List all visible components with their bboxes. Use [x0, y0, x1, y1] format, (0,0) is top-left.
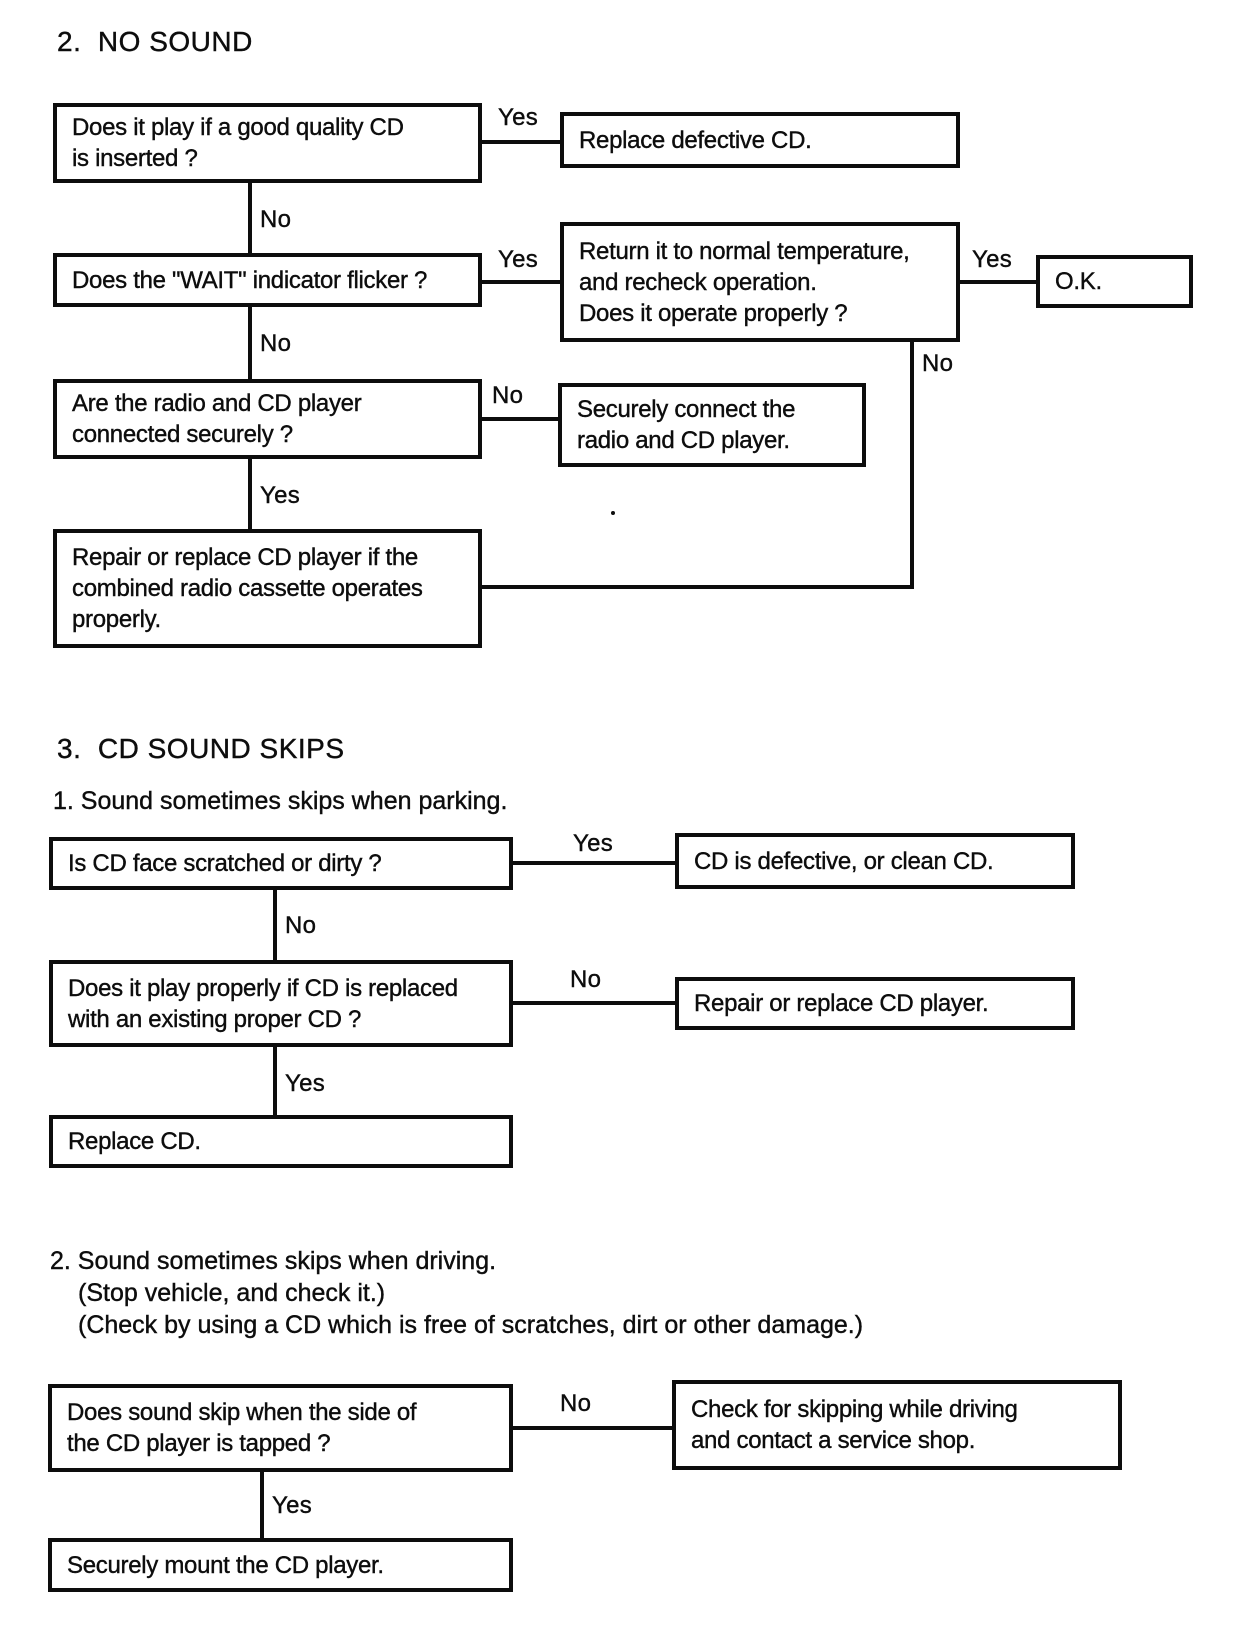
label-yes-good-cd: Yes [498, 104, 539, 131]
connector-wait-no [248, 307, 252, 379]
label-no-scratched: No [285, 912, 317, 939]
stray-mark [611, 511, 615, 515]
decision-box-skip-when-tapped: Does sound skip when the side of the CD … [48, 1384, 513, 1472]
connector-repair-merge [482, 585, 914, 589]
action-box-check-while-driving: Check for skipping while driving and con… [672, 1380, 1122, 1470]
label-yes-connected: Yes [260, 482, 301, 509]
connector-replaced-no [513, 1001, 675, 1005]
subheading-check-clean-cd: (Check by using a CD which is free of sc… [78, 1311, 864, 1339]
connector-return-temp-yes [960, 280, 1036, 284]
action-box-cd-defective-clean: CD is defective, or clean CD. [675, 833, 1075, 889]
connector-tapped-yes [260, 1472, 264, 1538]
action-box-repair-replace-player: Repair or replace CD player. [675, 977, 1075, 1030]
label-yes-wait-flicker: Yes [498, 246, 539, 273]
connector-connected-yes [248, 459, 252, 529]
action-box-securely-mount: Securely mount the CD player. [48, 1538, 513, 1592]
label-no-connected: No [492, 382, 524, 409]
action-box-replace-cd: Replace CD. [49, 1115, 513, 1168]
label-no-wait: No [260, 330, 292, 357]
label-no-return-temp: No [922, 350, 954, 377]
decision-box-cd-scratched: Is CD face scratched or dirty ? [49, 837, 513, 890]
label-no-good-cd: No [260, 206, 292, 233]
action-box-securely-connect: Securely connect the radio and CD player… [558, 383, 866, 467]
label-yes-replaced-cd: Yes [285, 1070, 326, 1097]
connector-good-cd-yes [482, 140, 560, 144]
action-box-return-temp: Return it to normal temperature, and rec… [560, 222, 960, 342]
subheading-skips-driving: 2. Sound sometimes skips when driving. [50, 1247, 497, 1275]
label-no-tapped: No [560, 1390, 592, 1417]
connector-connected-no [482, 417, 558, 421]
terminal-box-ok: O.K. [1036, 255, 1193, 308]
connector-wait-yes [482, 280, 560, 284]
connector-scratched-no [273, 890, 277, 960]
decision-box-wait-flicker: Does the "WAIT" indicator flicker ? [53, 253, 482, 307]
label-no-replaced-cd: No [570, 966, 602, 993]
heading-no-sound: 2. NO SOUND [57, 26, 253, 57]
label-yes-return-temp: Yes [972, 246, 1013, 273]
connector-good-cd-no [248, 183, 252, 253]
heading-cd-sound-skips: 3. CD SOUND SKIPS [57, 733, 345, 764]
action-box-replace-defective-cd: Replace defective CD. [560, 112, 960, 168]
connector-replaced-yes [273, 1047, 277, 1115]
subheading-skips-parking: 1. Sound sometimes skips when parking. [53, 787, 508, 815]
decision-box-connected-securely: Are the radio and CD player connected se… [53, 379, 482, 459]
connector-return-temp-no [910, 342, 914, 589]
action-box-repair-if-cassette-ok: Repair or replace CD player if the combi… [53, 529, 482, 648]
subheading-stop-vehicle: (Stop vehicle, and check it.) [78, 1279, 386, 1307]
label-yes-tapped: Yes [272, 1492, 313, 1519]
connector-scratched-yes [513, 861, 675, 865]
decision-box-play-replaced-cd: Does it play properly if CD is replaced … [49, 960, 513, 1047]
label-yes-scratched: Yes [573, 830, 614, 857]
connector-tapped-no [513, 1426, 672, 1430]
decision-box-play-good-cd: Does it play if a good quality CD is ins… [53, 103, 482, 183]
